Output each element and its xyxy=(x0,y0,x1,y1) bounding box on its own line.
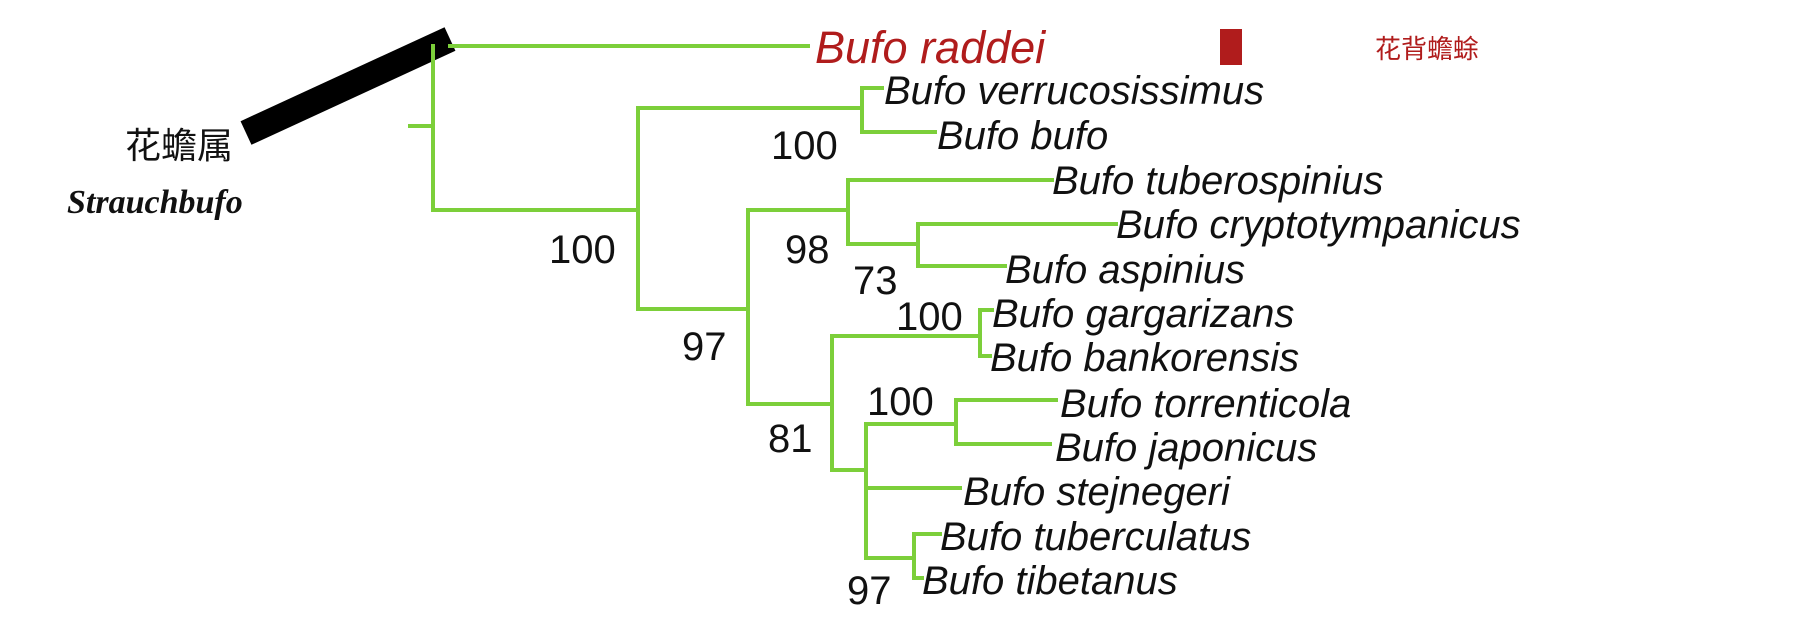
taxon-label: Bufo aspinius xyxy=(1005,248,1245,292)
support-value: 97 xyxy=(847,569,892,613)
taxon-label: Bufo tibetanus xyxy=(922,559,1178,603)
support-value: 97 xyxy=(682,325,727,369)
taxon-label: Bufo verrucosissimus xyxy=(884,69,1264,113)
taxon-label: Bufo cryptotympanicus xyxy=(1116,203,1521,247)
common-name-label: 花背蟾蜍 xyxy=(1375,35,1479,65)
support-value: 100 xyxy=(867,380,934,424)
taxon-label: Bufo raddei xyxy=(815,22,1047,73)
taxon-labels: Bufo raddei Bufo verrucosissimus Bufo bu… xyxy=(815,22,1521,603)
taxon-label: Bufo bufo xyxy=(937,114,1108,158)
taxon-label: Bufo gargarizans xyxy=(992,292,1294,336)
highlight-marker xyxy=(1220,29,1242,65)
support-values: 100 100 98 73 97 100 81 100 97 xyxy=(549,124,963,613)
genus-latin-label: Strauchbufo xyxy=(67,184,243,221)
taxon-label: Bufo torrenticola xyxy=(1060,382,1351,426)
support-value: 100 xyxy=(549,228,616,272)
genus-bar xyxy=(240,27,456,145)
genus-chinese-label: 花蟾属 xyxy=(125,126,233,167)
taxon-label: Bufo tuberospinius xyxy=(1052,159,1383,203)
taxon-label: Bufo tuberculatus xyxy=(940,515,1251,559)
tree-branches xyxy=(408,44,1118,580)
taxon-label: Bufo japonicus xyxy=(1055,426,1317,470)
support-value: 100 xyxy=(896,295,963,339)
taxon-label: Bufo bankorensis xyxy=(990,336,1299,380)
support-value: 98 xyxy=(785,228,830,272)
support-value: 81 xyxy=(768,417,813,461)
support-value: 100 xyxy=(771,124,838,168)
support-value: 73 xyxy=(853,259,898,303)
taxon-label: Bufo stejnegeri xyxy=(963,470,1231,514)
